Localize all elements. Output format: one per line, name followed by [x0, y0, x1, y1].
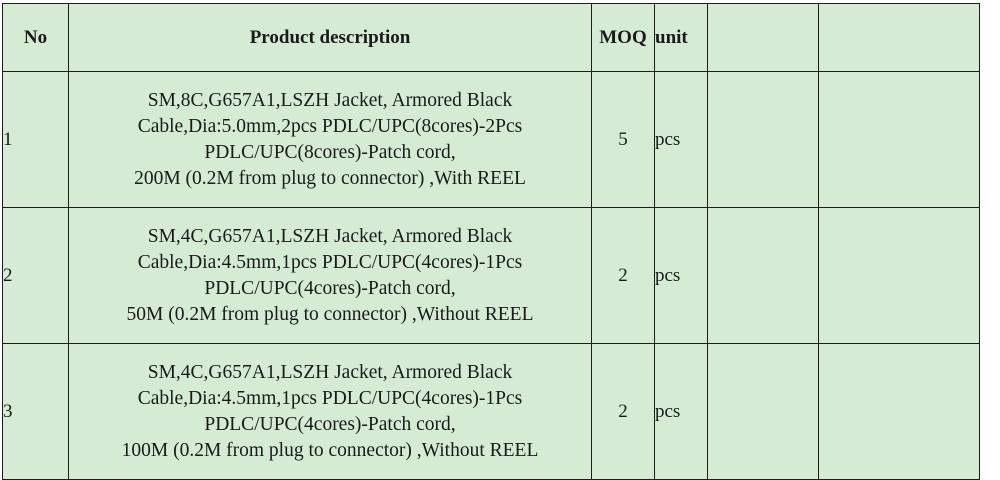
empty-cell [818, 71, 980, 208]
row-number: 3 [2, 343, 69, 480]
header-unit: unit [654, 3, 708, 72]
description-line: Cable,Dia:4.5mm,1pcs PDLC/UPC(4cores)-1P… [137, 251, 523, 273]
description-line: Cable,Dia:5.0mm,2pcs PDLC/UPC(8cores)-2P… [137, 115, 523, 137]
product-table: No Product description MOQ unit 1 SM,8C,… [2, 3, 980, 480]
moq-value: 2 [591, 207, 655, 344]
row-number: 2 [2, 207, 69, 344]
description-line: 50M (0.2M from plug to connector) ,Witho… [126, 303, 534, 325]
empty-cell [707, 207, 819, 344]
table-row: 2 SM,4C,G657A1,LSZH Jacket, Armored Blac… [2, 207, 980, 344]
empty-cell [707, 343, 819, 480]
product-description: SM,4C,G657A1,LSZH Jacket, Armored Black … [68, 343, 592, 480]
header-empty-2 [818, 3, 980, 72]
description-line: 200M (0.2M from plug to connector) ,With… [134, 167, 526, 189]
description-line: Cable,Dia:4.5mm,1pcs PDLC/UPC(4cores)-1P… [137, 387, 523, 409]
moq-value: 5 [591, 71, 655, 208]
description-line: SM,8C,G657A1,LSZH Jacket, Armored Black [147, 89, 513, 111]
moq-value: 2 [591, 343, 655, 480]
header-empty-1 [707, 3, 819, 72]
unit-value: pcs [654, 71, 708, 208]
description-line: 100M (0.2M from plug to connector) ,With… [121, 439, 539, 461]
empty-cell [707, 71, 819, 208]
header-row: No Product description MOQ unit [2, 3, 980, 72]
header-no: No [2, 3, 69, 72]
table-row: 1 SM,8C,G657A1,LSZH Jacket, Armored Blac… [2, 71, 980, 208]
description-line: PDLC/UPC(8cores)-Patch cord, [204, 141, 456, 163]
header-moq: MOQ [591, 3, 655, 72]
unit-value: pcs [654, 343, 708, 480]
unit-value: pcs [654, 207, 708, 344]
description-line: PDLC/UPC(4cores)-Patch cord, [204, 277, 456, 299]
description-line: SM,4C,G657A1,LSZH Jacket, Armored Black [147, 361, 513, 383]
table-row: 3 SM,4C,G657A1,LSZH Jacket, Armored Blac… [2, 343, 980, 480]
product-description: SM,8C,G657A1,LSZH Jacket, Armored Black … [68, 71, 592, 208]
row-number: 1 [2, 71, 69, 208]
product-description: SM,4C,G657A1,LSZH Jacket, Armored Black … [68, 207, 592, 344]
empty-cell [818, 343, 980, 480]
header-product-description: Product description [68, 3, 592, 72]
description-line: SM,4C,G657A1,LSZH Jacket, Armored Black [147, 225, 513, 247]
empty-cell [818, 207, 980, 344]
description-line: PDLC/UPC(4cores)-Patch cord, [204, 413, 456, 435]
